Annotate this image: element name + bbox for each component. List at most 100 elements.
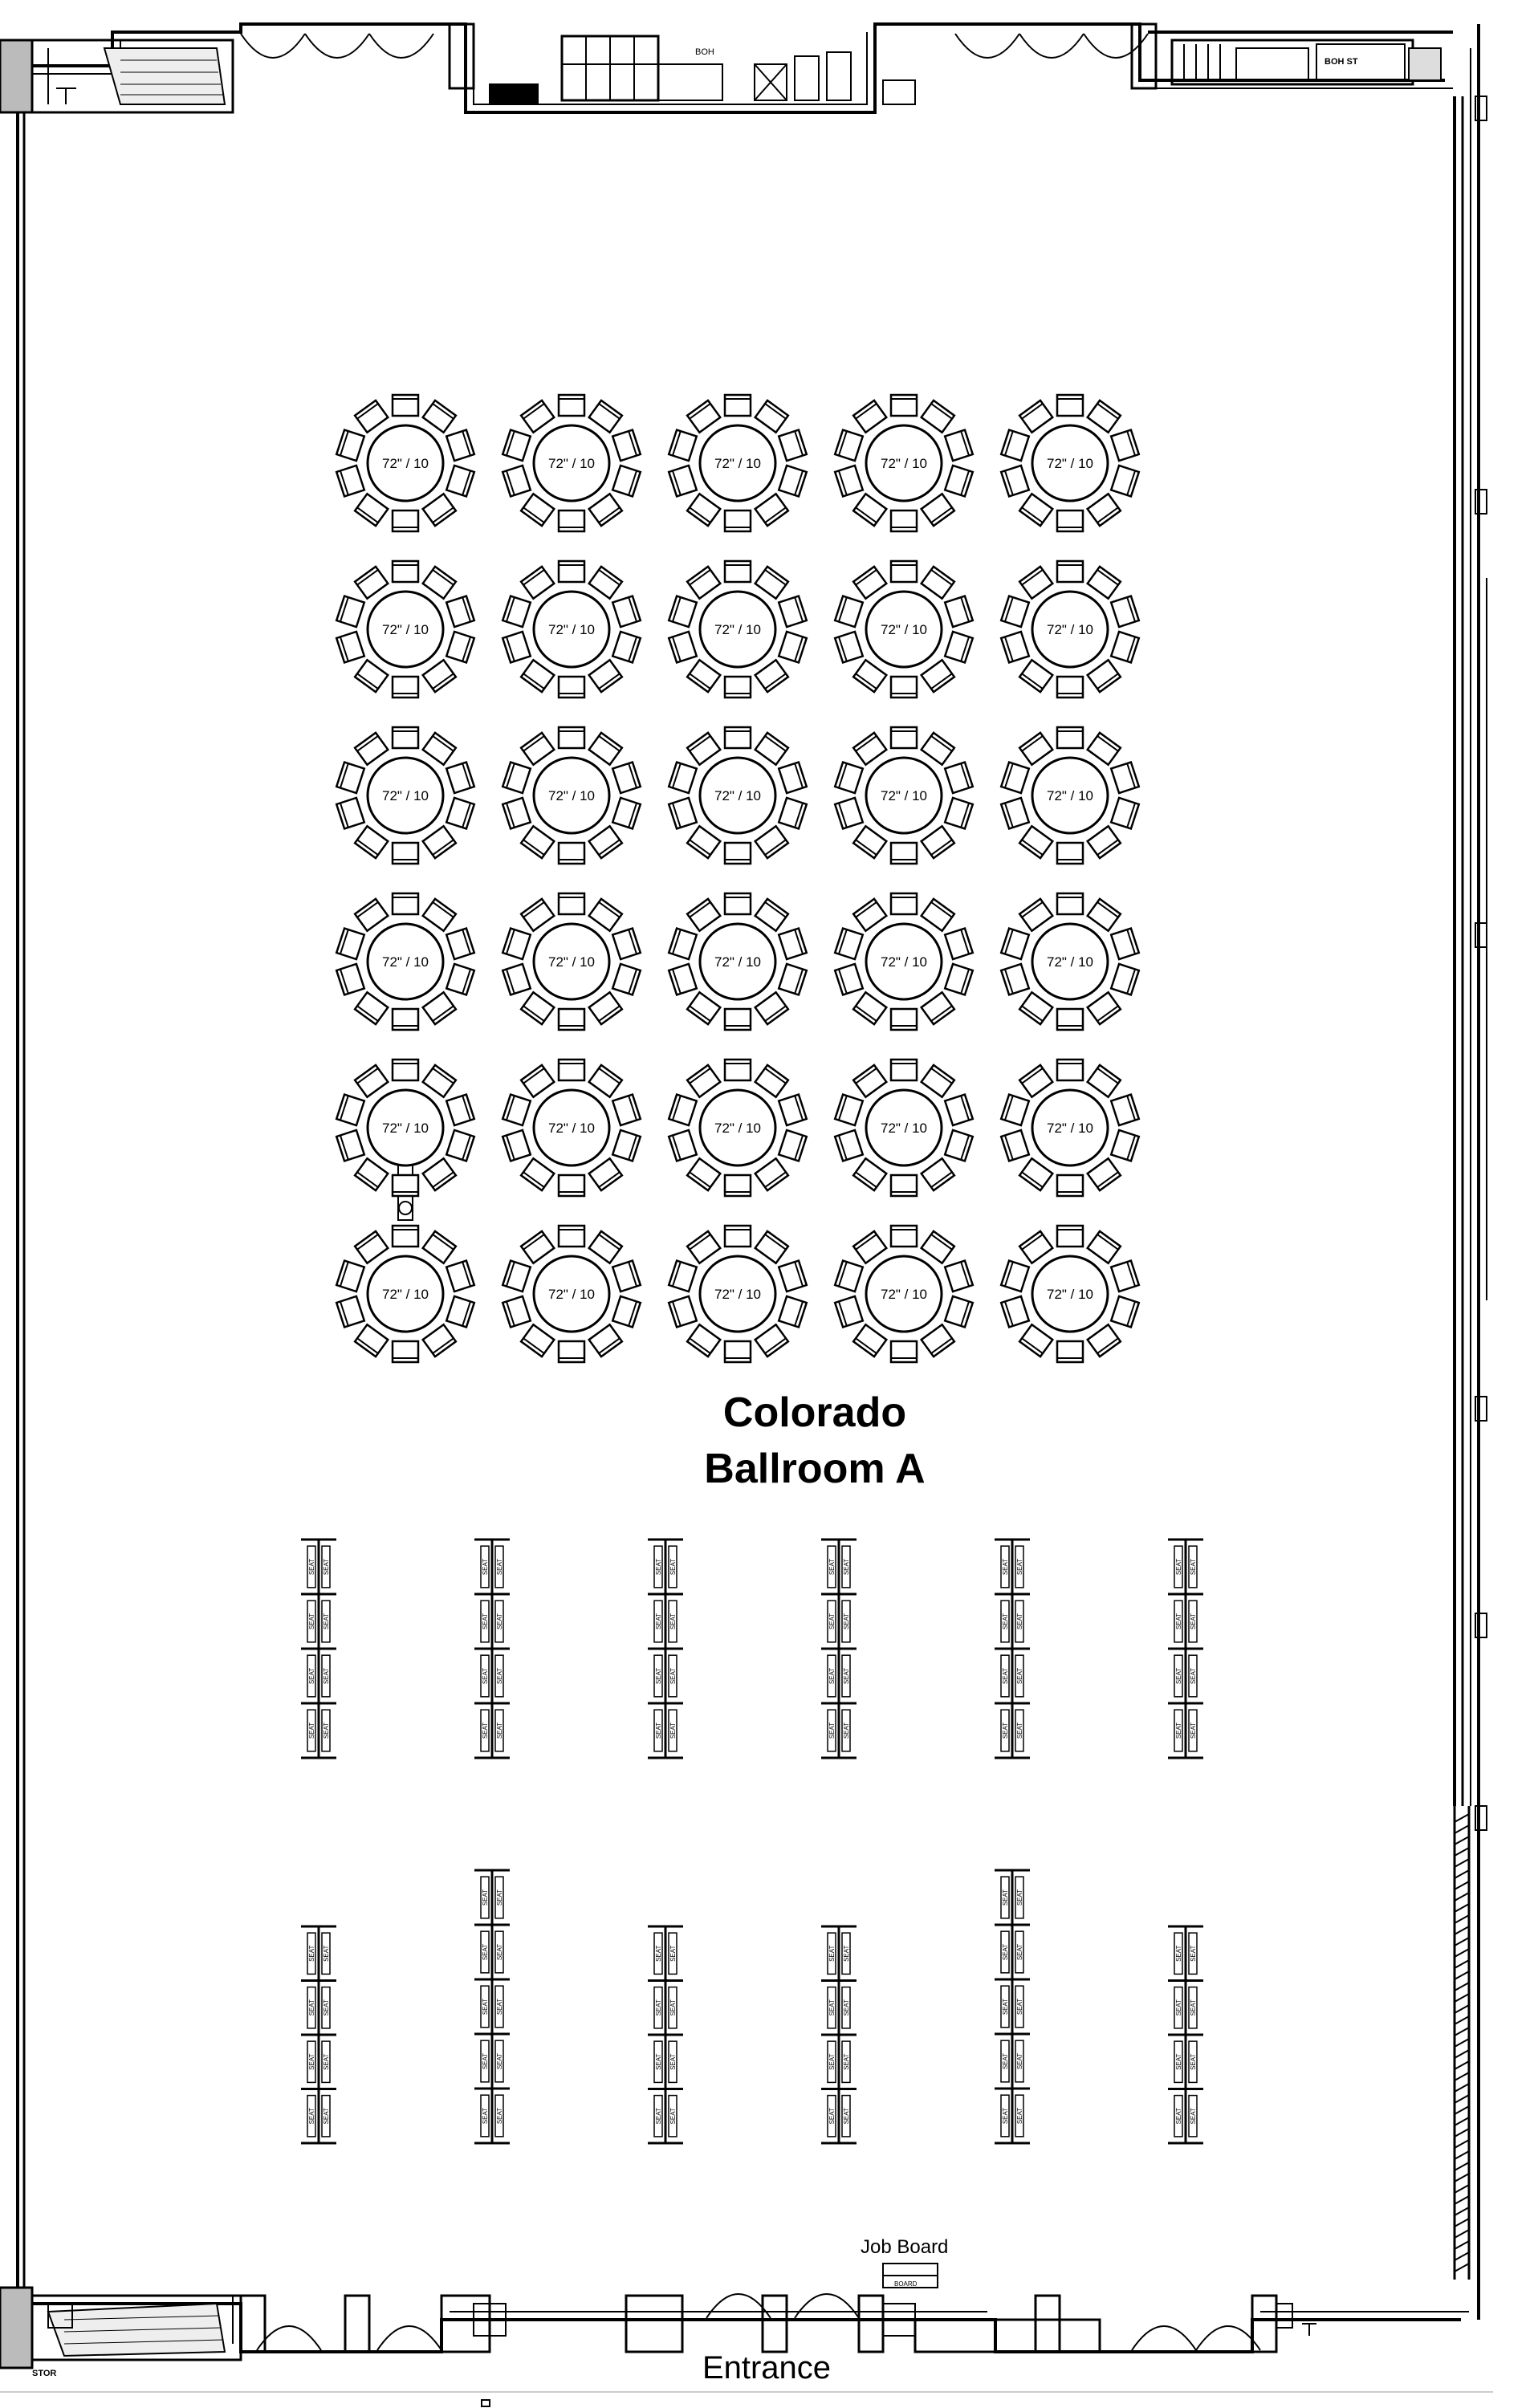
boh-stair-top-right xyxy=(1170,39,1442,86)
chair xyxy=(421,658,458,694)
seat-label: SEAT xyxy=(828,1999,836,2015)
chair xyxy=(353,399,390,434)
chair xyxy=(587,990,624,1026)
chair xyxy=(445,1259,476,1293)
chair xyxy=(501,1295,532,1329)
chair xyxy=(391,393,420,417)
table-label: 72" / 10 xyxy=(548,1287,595,1302)
table-label: 72" / 10 xyxy=(382,456,429,471)
chair xyxy=(833,428,865,462)
seat-label: SEAT xyxy=(655,2108,662,2124)
seat-label: SEAT xyxy=(1016,1999,1023,2015)
chair xyxy=(611,760,642,795)
chair xyxy=(445,1092,476,1127)
chair xyxy=(852,1230,889,1265)
seat-label: SEAT xyxy=(323,1999,330,2015)
round-table: 72" / 10 xyxy=(833,393,975,533)
chair xyxy=(391,559,420,584)
round-table: 72" / 10 xyxy=(833,892,975,1031)
seat-label: SEAT xyxy=(323,2053,330,2069)
seat-label: SEAT xyxy=(669,1945,677,1961)
chair xyxy=(1018,565,1055,600)
chair xyxy=(999,1092,1031,1127)
boh-equipment-top xyxy=(489,35,916,105)
chair xyxy=(501,1259,532,1293)
chair xyxy=(519,897,556,933)
chair xyxy=(943,760,975,795)
seat-label: SEAT xyxy=(843,2053,850,2069)
chair xyxy=(501,760,532,795)
table-label: 72" / 10 xyxy=(881,1121,927,1136)
chair xyxy=(1109,428,1141,462)
chair xyxy=(777,1295,808,1329)
chair xyxy=(445,1295,476,1329)
chair xyxy=(519,492,556,527)
chair xyxy=(353,1230,390,1265)
seat-label: SEAT xyxy=(308,1668,315,1684)
chair xyxy=(587,399,624,434)
chair xyxy=(999,962,1031,997)
chair xyxy=(1056,1173,1084,1198)
chair xyxy=(1109,962,1141,997)
chair xyxy=(999,926,1031,961)
chair xyxy=(335,1092,366,1127)
chair xyxy=(686,1323,722,1358)
chair xyxy=(391,892,420,916)
round-table: 72" / 10 xyxy=(501,559,642,699)
chair xyxy=(889,1224,918,1248)
seat-label: SEAT xyxy=(1175,1999,1182,2015)
chair xyxy=(889,1340,918,1364)
chair xyxy=(943,428,975,462)
chair xyxy=(753,492,790,527)
seat-label: SEAT xyxy=(1002,1613,1009,1629)
seat-label: SEAT xyxy=(1175,2108,1182,2124)
chair xyxy=(852,897,889,933)
chair xyxy=(852,1157,889,1192)
seat-label: SEAT xyxy=(496,2108,503,2124)
table-label: 72" / 10 xyxy=(714,1287,761,1302)
chair xyxy=(445,630,476,665)
chair xyxy=(1085,824,1122,860)
seat-label: SEAT xyxy=(1002,1999,1009,2015)
chair xyxy=(667,1259,698,1293)
seat-label: SEAT xyxy=(308,1999,315,2015)
chair xyxy=(421,1064,458,1099)
seat-label: SEAT xyxy=(843,1613,850,1629)
table-top xyxy=(366,756,445,835)
chair xyxy=(557,509,586,533)
chair xyxy=(421,824,458,860)
chair xyxy=(753,824,790,860)
chair xyxy=(777,464,808,498)
chair xyxy=(421,731,458,767)
seat-label: SEAT xyxy=(1175,1668,1182,1684)
seat-label: SEAT xyxy=(323,1559,330,1575)
chair xyxy=(943,1295,975,1329)
seat-label: SEAT xyxy=(1190,1668,1197,1684)
round-table: 72" / 10 xyxy=(999,1224,1141,1364)
chair xyxy=(919,1323,956,1358)
table-top xyxy=(865,756,943,835)
chair xyxy=(519,565,556,600)
chair xyxy=(919,731,956,767)
chair xyxy=(501,630,532,665)
chair xyxy=(667,1092,698,1127)
round-table: 72" / 10 xyxy=(501,1224,642,1364)
chair xyxy=(501,926,532,961)
table-label: 72" / 10 xyxy=(382,788,429,803)
chair xyxy=(391,1173,420,1198)
chair xyxy=(519,399,556,434)
chair xyxy=(445,962,476,997)
chair xyxy=(519,658,556,694)
seat-label: SEAT xyxy=(1016,2053,1023,2069)
seat-label: SEAT xyxy=(1016,1889,1023,1906)
chair xyxy=(667,1129,698,1163)
chair xyxy=(501,428,532,462)
table-top xyxy=(698,1088,777,1167)
round-table: 72" / 10 xyxy=(335,892,476,1031)
seat-label: SEAT xyxy=(828,1559,836,1575)
seat-label: SEAT xyxy=(669,1999,677,2015)
chair xyxy=(777,428,808,462)
job-board-label: Job Board xyxy=(861,2236,948,2258)
chair xyxy=(667,760,698,795)
